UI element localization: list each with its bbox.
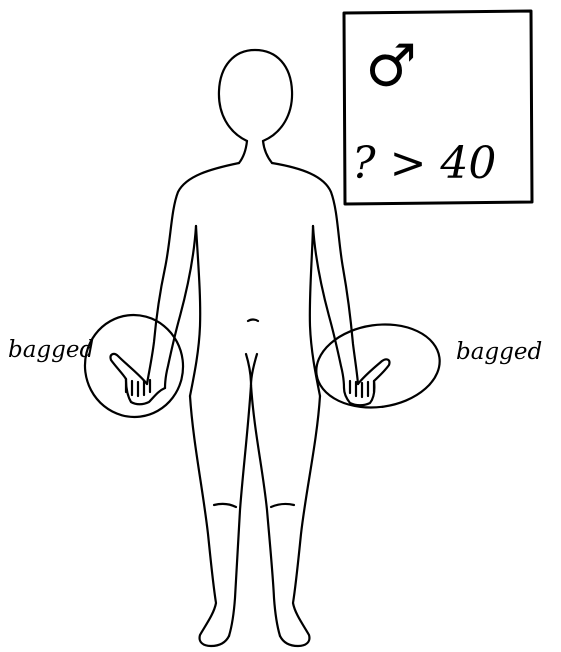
- neck-right: [263, 141, 272, 163]
- right-leg-outer: [280, 396, 320, 646]
- neck-left: [239, 141, 247, 163]
- left-hand-annotation: bagged: [8, 309, 189, 422]
- left-shoulder-arm-outer: [147, 163, 239, 384]
- male-symbol: ♂: [365, 32, 417, 100]
- left-leg-inner: [229, 385, 251, 636]
- navel-mark: [248, 320, 258, 322]
- groin-line: [246, 354, 257, 385]
- left-leg-outer: [190, 396, 229, 646]
- left-arm-inner: [165, 226, 196, 388]
- right-knee-mark: [271, 504, 294, 507]
- age-note: ? > 40: [352, 138, 496, 189]
- left-bagged-label: bagged: [8, 337, 94, 363]
- left-knee-mark: [214, 504, 236, 507]
- right-leg-inner: [251, 385, 280, 636]
- human-figure: [111, 50, 390, 646]
- head: [219, 50, 292, 141]
- right-fingers: [350, 381, 374, 397]
- left-hand-circle: [79, 309, 189, 422]
- right-hand-annotation: bagged: [311, 317, 542, 415]
- patient-info-box: ♂ ? > 40: [344, 11, 532, 204]
- right-hand-circle: [311, 317, 445, 415]
- right-bagged-label: bagged: [456, 339, 542, 365]
- torso-left-side: [190, 226, 200, 396]
